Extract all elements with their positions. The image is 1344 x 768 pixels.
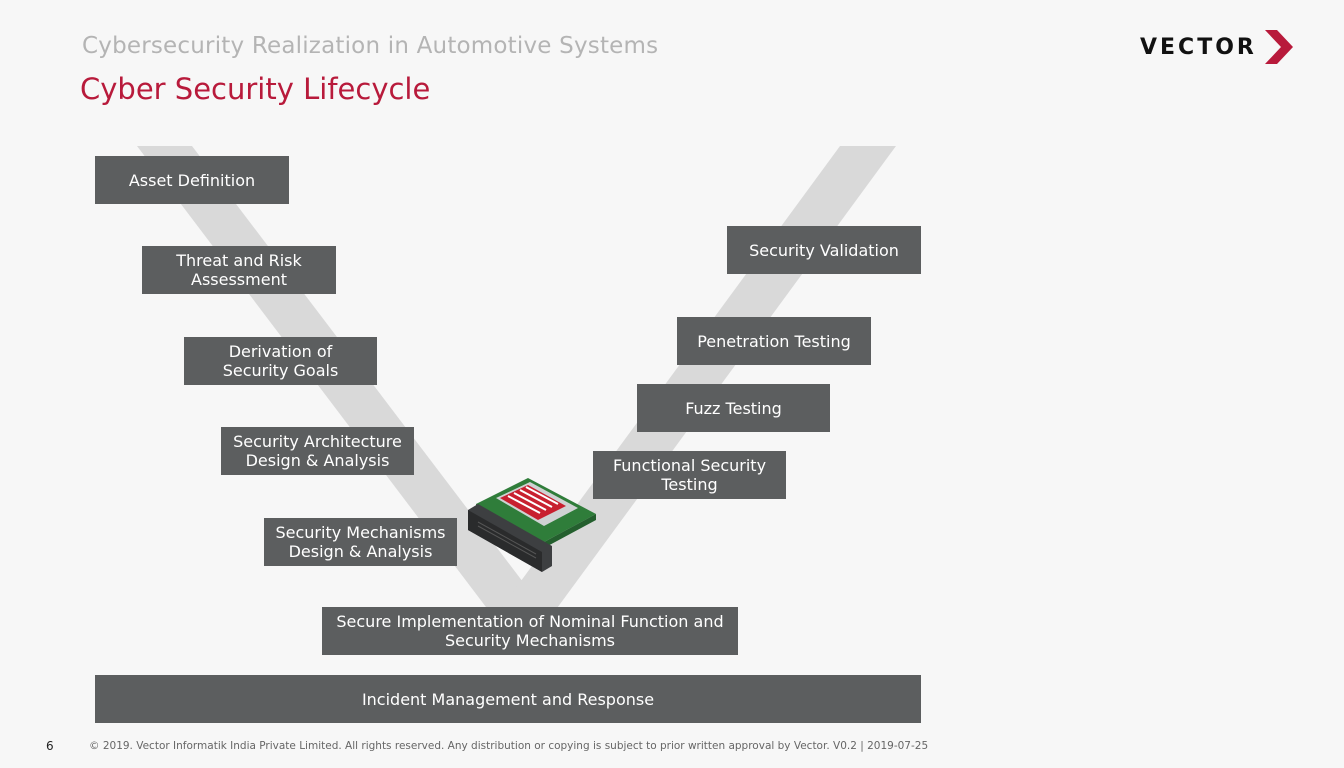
step-derivation-security-goals: Derivation of Security Goals <box>184 337 377 385</box>
chevron-right-icon <box>1264 30 1293 64</box>
step-incident-management: Incident Management and Response <box>95 675 921 723</box>
vector-logo: VECTOR <box>1140 30 1293 64</box>
step-threat-risk-assessment: Threat and Risk Assessment <box>142 246 336 294</box>
step-secure-implementation: Secure Implementation of Nominal Functio… <box>322 607 738 655</box>
ecu-circuit-board-icon <box>468 478 596 572</box>
step-fuzz-testing: Fuzz Testing <box>637 384 830 432</box>
step-security-validation: Security Validation <box>727 226 921 274</box>
step-penetration-testing: Penetration Testing <box>677 317 871 365</box>
logo-text: VECTOR <box>1140 34 1257 60</box>
step-security-architecture: Security Architecture Design & Analysis <box>221 427 414 475</box>
step-asset-definition: Asset Definition <box>95 156 289 204</box>
copyright-footer: © 2019. Vector Informatik India Private … <box>89 740 929 752</box>
step-functional-security-testing: Functional Security Testing <box>593 451 786 499</box>
slide-title: Cyber Security Lifecycle <box>80 72 431 106</box>
step-security-mechanisms: Security Mechanisms Design & Analysis <box>264 518 457 566</box>
page-number: 6 <box>46 739 54 753</box>
slide-subtitle: Cybersecurity Realization in Automotive … <box>82 33 659 59</box>
